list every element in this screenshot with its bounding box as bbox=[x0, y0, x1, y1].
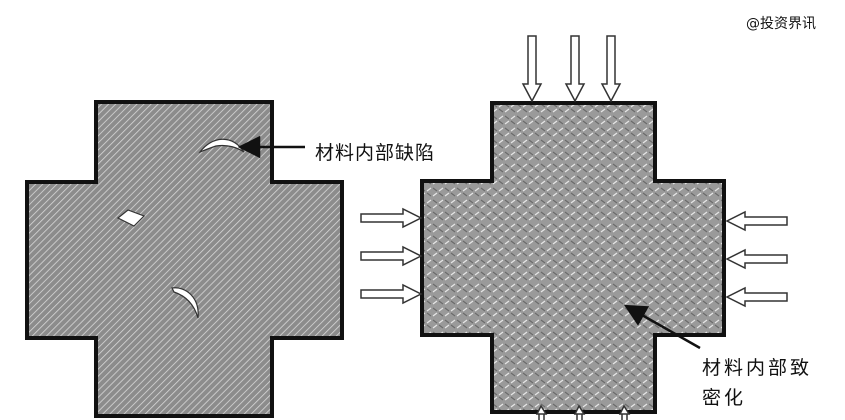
pressure-arrow-icon bbox=[564, 35, 586, 103]
densification-label: 材料内部致 密化 bbox=[702, 353, 812, 413]
pressure-arrow-icon bbox=[521, 35, 543, 103]
densification-label-line1: 材料内部致 bbox=[702, 357, 813, 379]
densification-label-line2: 密化 bbox=[702, 387, 747, 409]
pressure-arrow-icon bbox=[600, 35, 622, 103]
watermark: @投资界讯 bbox=[746, 16, 816, 32]
pressure-arrow-icon bbox=[725, 210, 788, 232]
right-cross-body bbox=[420, 101, 726, 414]
pressure-arrow-icon bbox=[725, 286, 788, 308]
pressure-arrow-icon bbox=[360, 207, 423, 229]
pressure-arrow-icon bbox=[573, 404, 586, 420]
defects-label: 材料内部缺陷 bbox=[315, 142, 436, 164]
left-cross-specimen bbox=[25, 100, 344, 418]
pressure-arrow-icon bbox=[725, 248, 788, 270]
pressure-arrow-icon bbox=[535, 404, 548, 420]
pressure-arrows-left bbox=[360, 207, 423, 305]
densification-pointer-arrow bbox=[624, 304, 701, 350]
pressure-arrows-bottom bbox=[535, 404, 631, 420]
defect-flake-left bbox=[116, 209, 146, 227]
pressure-arrow-icon bbox=[360, 245, 423, 267]
defect-crescent-top bbox=[198, 138, 245, 154]
pressure-arrow-icon bbox=[618, 404, 631, 420]
left-cross-body bbox=[25, 100, 344, 418]
pressure-arrows-top bbox=[521, 35, 622, 103]
right-cross-specimen bbox=[420, 101, 726, 414]
pressure-arrows-right bbox=[725, 210, 788, 308]
pressure-arrow-icon bbox=[360, 283, 423, 305]
defect-crescent-bottom bbox=[171, 287, 199, 319]
